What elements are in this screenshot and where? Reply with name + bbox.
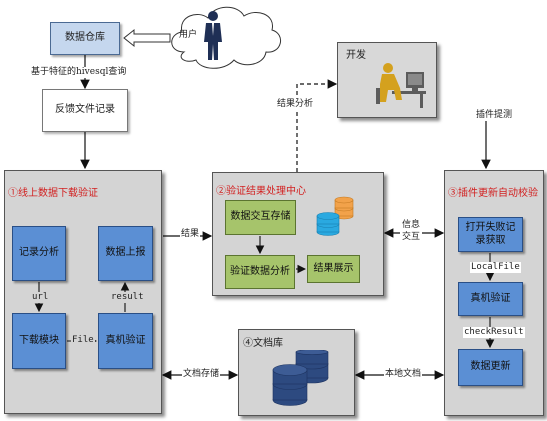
result-display-box: 结果展示 [307,255,360,283]
data-update-box: 数据更新 [458,349,523,386]
download-module-label: 下载模块 [19,334,59,346]
data-report-label: 数据上报 [105,247,146,259]
database-stack-icon [316,196,354,236]
record-analysis-label: 记录分析 [19,247,59,259]
dev-title: 开发 [346,50,366,61]
data-update-label: 数据更新 [470,361,511,373]
center-to-dev-dashed-arrow [296,79,338,172]
local-file-label: LocalFile [470,262,521,273]
device-verify-label-1: 真机验证 [105,334,146,346]
check-result-label: checkResult [463,327,525,338]
document-database-icon [272,350,329,406]
device-verify-box-1: 真机验证 [98,313,153,369]
data-warehouse-box: 数据仓库 [50,22,120,55]
data-analysis-box: 验证数据分析 [225,255,295,289]
download-module-box: 下载模块 [12,313,66,369]
device-verify-box-2: 真机验证 [458,282,523,316]
user-label: 用户 [179,30,198,40]
feedback-file-label: 反馈文件记录 [55,104,115,116]
docs-panel-title: ④文档库 [243,338,283,349]
result-display-label: 结果展示 [313,262,354,274]
plugin-submit-label: 插件提测 [475,110,514,121]
info-exchange-label: 信息交互 [400,219,422,243]
open-fail-record-label: 打开失败记录获取 [465,222,516,246]
file-label: File [71,335,95,346]
data-analysis-label: 验证数据分析 [230,265,290,277]
auto-verify-title: ③插件更新自动校验 [448,188,538,199]
online-panel-title: ①线上数据下载验证 [8,188,98,199]
device-verify-label-2: 真机验证 [470,292,511,304]
result-label: result [110,292,145,303]
url-label: url [31,292,50,303]
result-link-label: 结果 [180,229,201,240]
record-analysis-box: 记录分析 [12,226,66,281]
data-report-box: 数据上报 [98,226,153,281]
hivesql-query-label: 基于特征的hivesql查询 [30,67,128,78]
developer-icon [376,63,426,108]
data-storage-box: 数据交互存储 [225,200,296,235]
local-doc-label: 本地文档 [384,369,423,380]
center-panel-title: ②验证结果处理中心 [216,186,306,197]
data-storage-label: 数据交互存储 [230,211,291,223]
result-analysis-label: 结果分析 [276,99,315,110]
user-icon [204,11,222,60]
feedback-file-box: 反馈文件记录 [42,89,128,132]
user-to-warehouse-arrow [123,28,171,48]
user-cloud [171,6,281,69]
open-fail-record-box: 打开失败记录获取 [458,217,523,252]
doc-storage-label: 文档存储 [182,369,221,380]
data-warehouse-label: 数据仓库 [65,32,105,44]
